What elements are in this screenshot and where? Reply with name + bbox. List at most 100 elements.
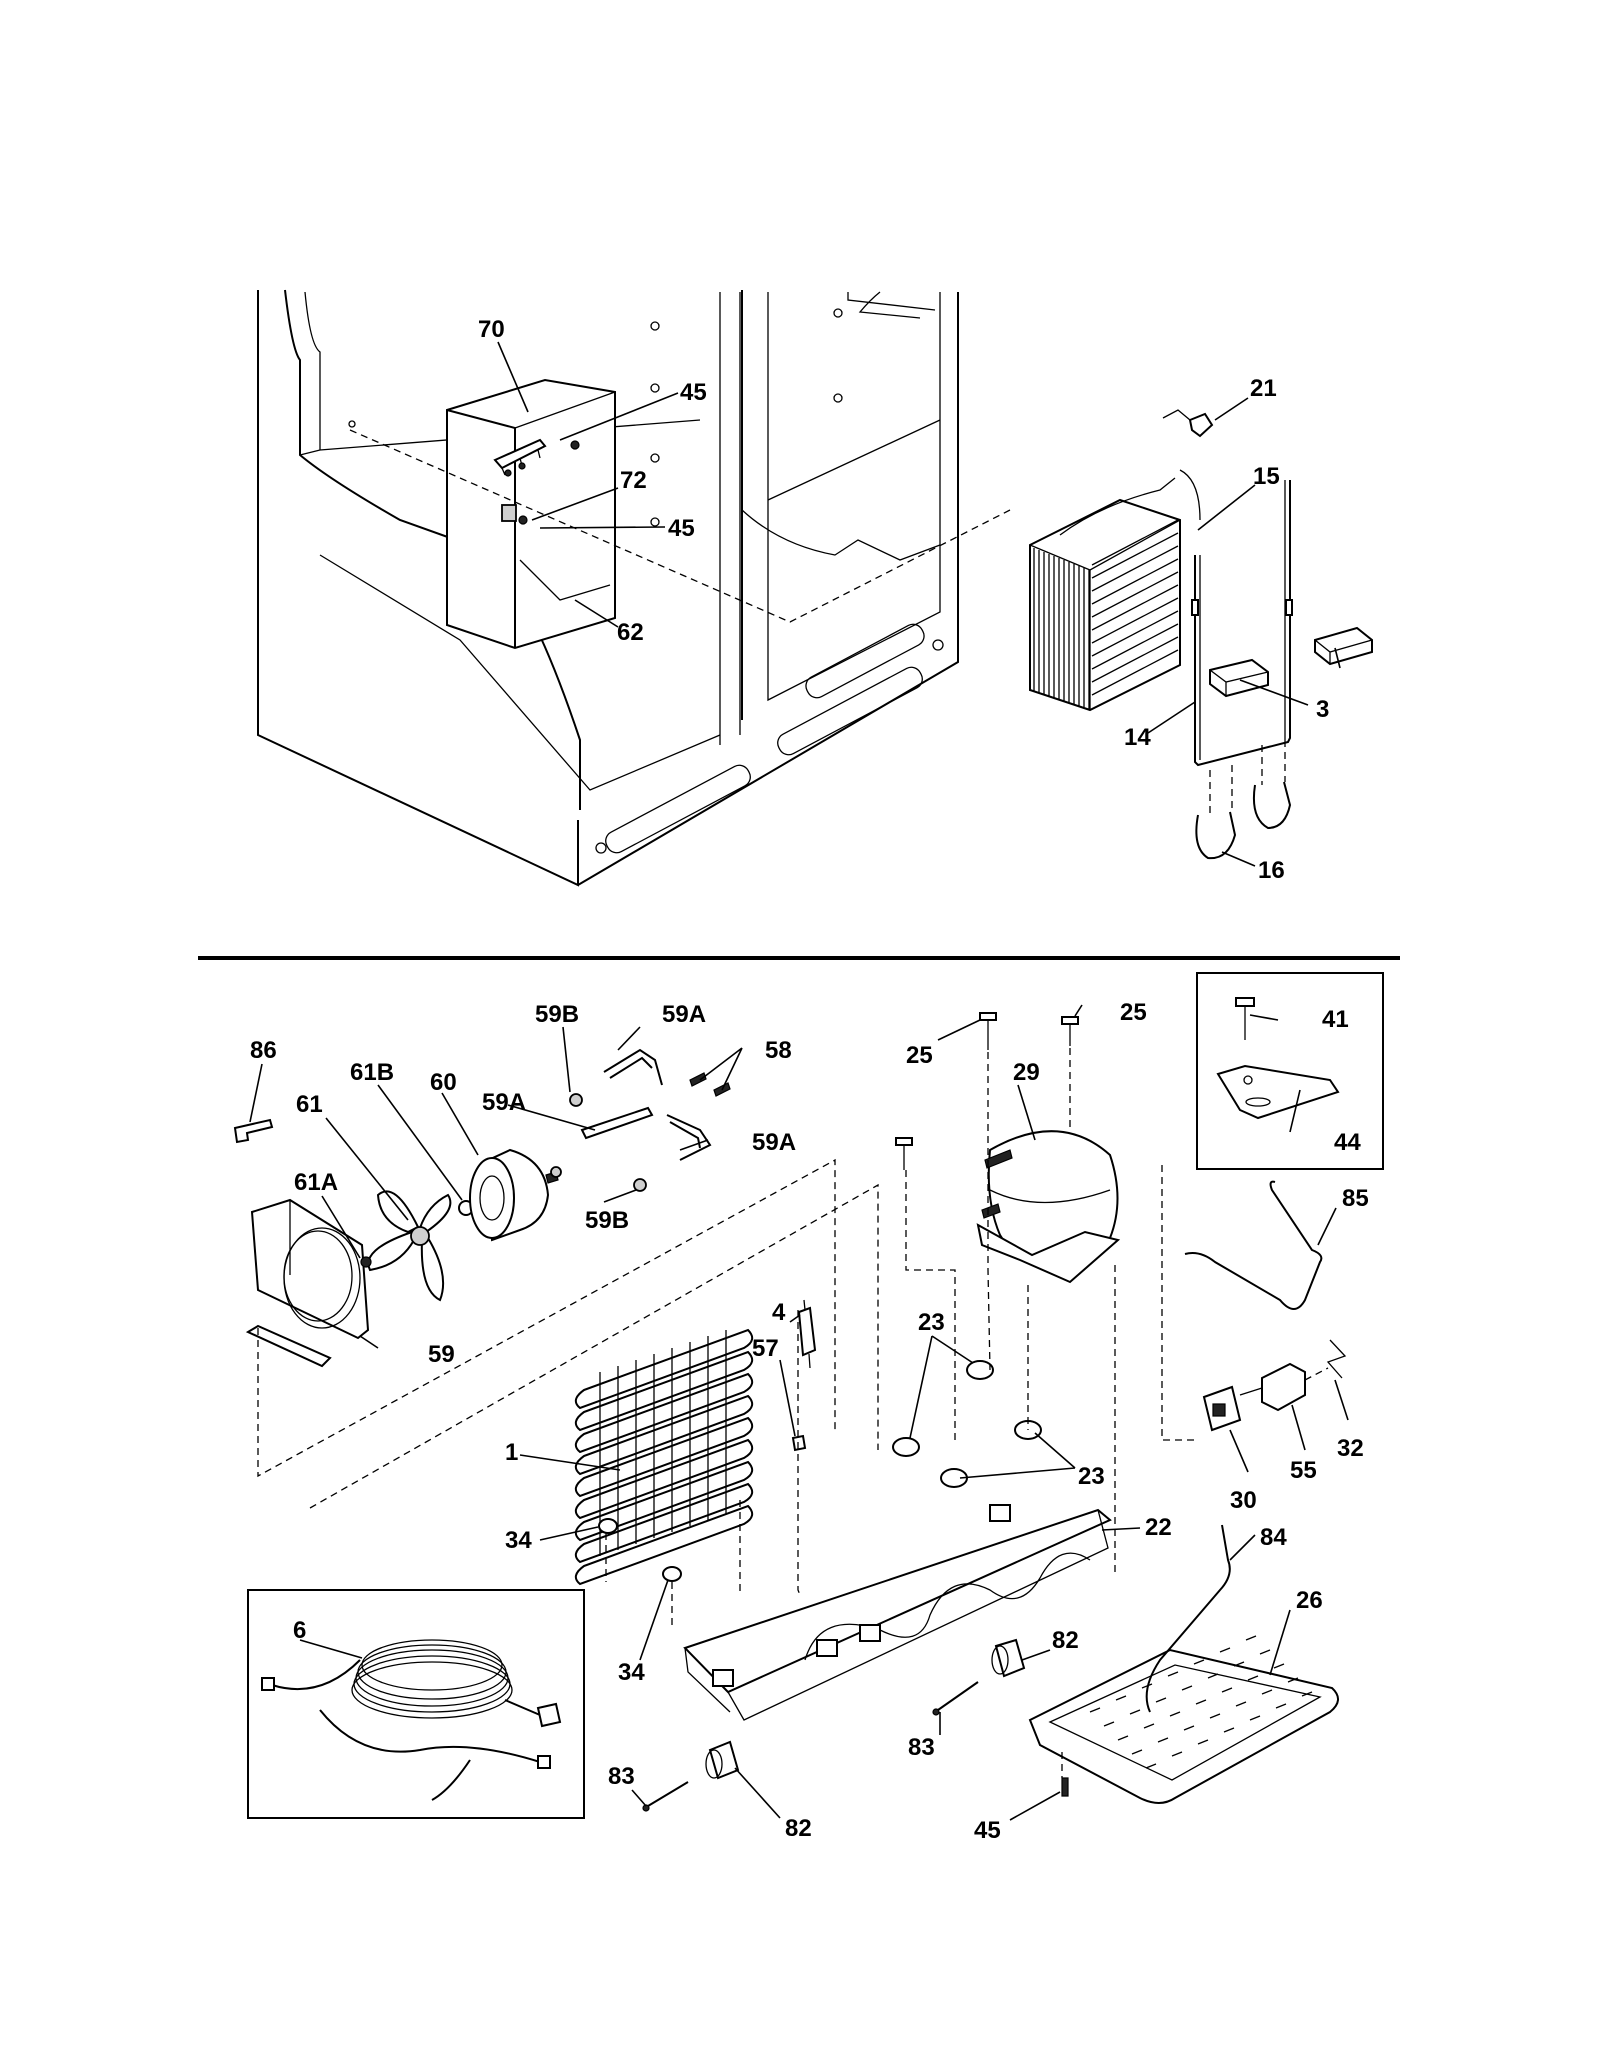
callout-45: 45: [668, 515, 695, 542]
callout-1: 1: [505, 1439, 518, 1466]
top-leader-dashes: [349, 429, 1286, 815]
pan-slot: [1275, 1703, 1287, 1709]
grommets: [550, 1093, 647, 1192]
pan-slot: [1273, 1663, 1285, 1669]
coil-tube: [1091, 623, 1179, 670]
callout-6: 6: [293, 1617, 306, 1644]
pan-slot: [1261, 1689, 1273, 1695]
callout-57: 57: [752, 1335, 779, 1362]
coil-tube: [1091, 545, 1179, 592]
fan-blade: [360, 1190, 452, 1302]
pan-slot: [1233, 1661, 1245, 1667]
coil-tube: [1091, 649, 1179, 696]
callout-34: 34: [505, 1527, 532, 1554]
pan-slot: [1183, 1725, 1195, 1731]
callout-61A: 61A: [294, 1169, 338, 1196]
fan-shroud: [245, 1198, 370, 1368]
callout-59A: 59A: [752, 1129, 796, 1156]
pan-slot: [1249, 1715, 1261, 1721]
compressor-grommets: [892, 1360, 1042, 1488]
coil-tube: [1091, 610, 1179, 657]
pan-slot: [1167, 1671, 1179, 1677]
pan-slot: [1247, 1675, 1259, 1681]
evaporator-coil: [1029, 469, 1201, 712]
callout-32: 32: [1337, 1435, 1364, 1462]
bottom-leader-dashes: [257, 1048, 1329, 1778]
pan-slot: [1209, 1713, 1221, 1719]
condensate-tube: [1184, 1180, 1323, 1310]
inset-box-bracket: [1196, 972, 1384, 1170]
tube-clip: [791, 1434, 807, 1452]
insulation-blocks: [1209, 626, 1373, 698]
callout-23: 23: [918, 1309, 945, 1336]
motor-brackets: [580, 1048, 731, 1161]
callout-59A: 59A: [662, 1001, 706, 1028]
callout-34: 34: [618, 1659, 645, 1686]
callout-26: 26: [1296, 1587, 1323, 1614]
callout-22: 22: [1145, 1514, 1172, 1541]
callout-4: 4: [772, 1299, 786, 1326]
evaporator-cover: [446, 378, 616, 650]
callout-58: 58: [765, 1037, 792, 1064]
condenser-tube-row: [574, 1504, 754, 1586]
callout-83: 83: [908, 1734, 935, 1761]
callout-25: 25: [1120, 999, 1147, 1026]
limiter: [1162, 409, 1214, 438]
callout-44: 44: [1334, 1129, 1361, 1156]
coil-tube: [1091, 571, 1179, 618]
pan-slot: [1223, 1727, 1235, 1733]
pan-slot: [1155, 1697, 1167, 1703]
condenser-coil: [574, 1328, 754, 1586]
coil-tube: [1091, 636, 1179, 683]
pan-slot: [1259, 1649, 1271, 1655]
callout-85: 85: [1342, 1185, 1369, 1212]
pan-slot: [1207, 1673, 1219, 1679]
pan-slot: [1171, 1751, 1183, 1757]
callout-14: 14: [1124, 724, 1151, 751]
callout-55: 55: [1290, 1457, 1317, 1484]
pan-slot: [1169, 1711, 1181, 1717]
cabinet-liner: [257, 289, 959, 887]
callout-82: 82: [1052, 1627, 1079, 1654]
pan-slot: [1221, 1687, 1233, 1693]
callout-61B: 61B: [350, 1059, 394, 1086]
callout-62: 62: [617, 619, 644, 646]
callout-59: 59: [428, 1341, 455, 1368]
pan-slot: [1193, 1659, 1205, 1665]
callout-16: 16: [1258, 857, 1285, 884]
compressor: [976, 1130, 1121, 1284]
callout-72: 72: [620, 467, 647, 494]
callout-30: 30: [1230, 1487, 1257, 1514]
pan-slot: [1181, 1685, 1193, 1691]
bottom-leaders: [249, 1004, 1349, 1821]
callout-86: 86: [250, 1037, 277, 1064]
callout-84: 84: [1260, 1524, 1287, 1551]
callout-45: 45: [680, 379, 707, 406]
compressor-screws: [895, 1012, 1079, 1170]
callout-21: 21: [1250, 375, 1277, 402]
pan-slot: [1219, 1647, 1231, 1653]
pan-slot: [1235, 1701, 1247, 1707]
callout-41: 41: [1322, 1006, 1349, 1033]
callout-59B: 59B: [585, 1207, 629, 1234]
pan-slot: [1129, 1709, 1141, 1715]
filter-drier: [797, 1299, 817, 1369]
drain-pan: [1028, 1524, 1339, 1804]
callout-61: 61: [296, 1091, 323, 1118]
pan-slot: [1117, 1735, 1129, 1741]
coil-tube: [1091, 519, 1179, 566]
relay-and-overload: [1202, 1339, 1347, 1432]
callout-15: 15: [1253, 463, 1280, 490]
pan-slot: [1287, 1677, 1299, 1683]
pan-slot: [1089, 1707, 1101, 1713]
condenser-spacers: [598, 1518, 682, 1582]
pan-slot: [1145, 1763, 1157, 1769]
callout-59B: 59B: [535, 1001, 579, 1028]
coil-tube: [1091, 597, 1179, 644]
callout-labels: 70 45 72 45 62 21 15 3 14 16 59B 59A 86 …: [250, 316, 1369, 1844]
pan-slot: [1103, 1721, 1115, 1727]
callout-82: 82: [785, 1815, 812, 1842]
callout-83: 83: [608, 1763, 635, 1790]
callout-70: 70: [478, 316, 505, 343]
